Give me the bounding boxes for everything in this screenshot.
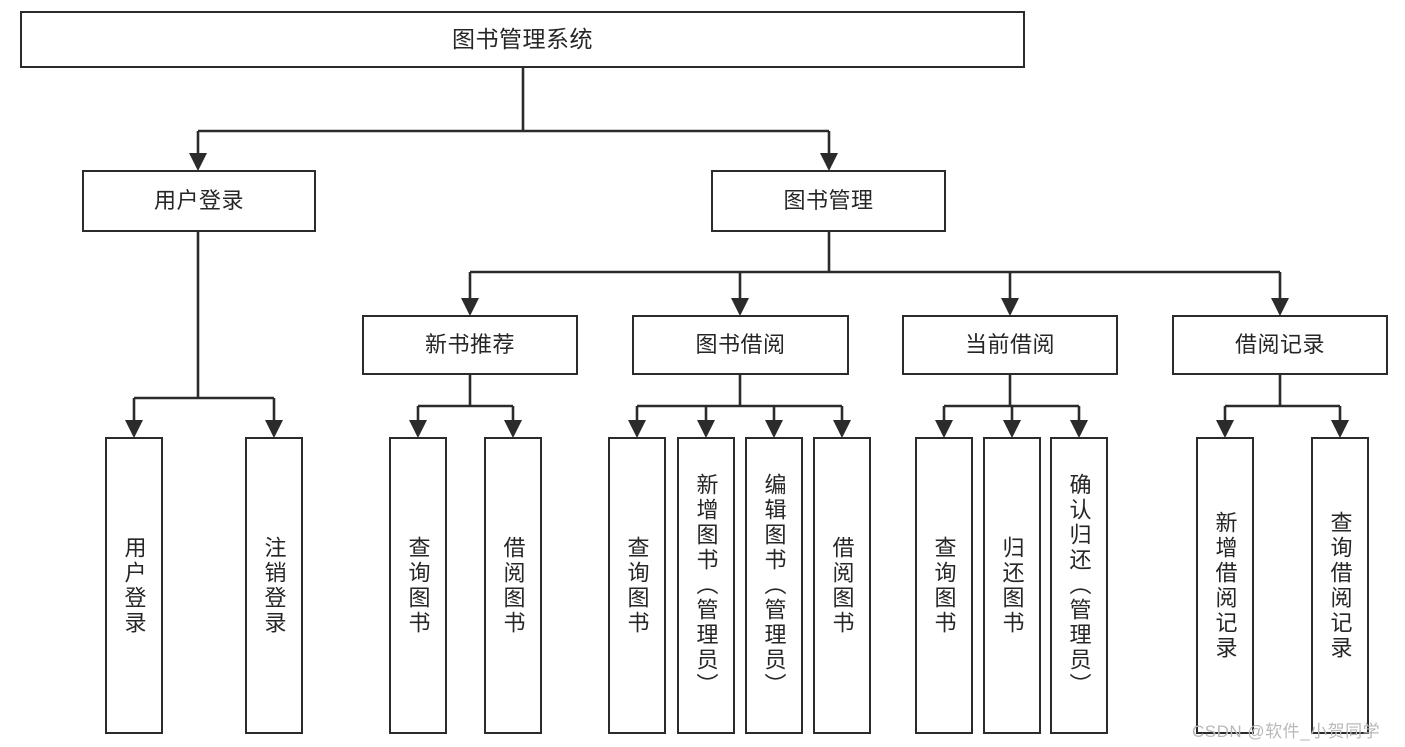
- node-label: 新书推荐: [424, 332, 515, 358]
- node-label: 新增图书（管理员）: [693, 473, 719, 698]
- node-book-management[interactable]: 图书管理: [711, 170, 946, 232]
- node-borrowing-record[interactable]: 借阅记录: [1172, 315, 1388, 375]
- node-label: 图书借阅: [695, 332, 786, 358]
- leaf-record-add-record[interactable]: 新增借阅记录: [1196, 437, 1254, 734]
- node-label: 查询图书: [405, 535, 431, 636]
- node-label: 查询图书: [931, 535, 957, 636]
- node-new-book-recommendation[interactable]: 新书推荐: [362, 315, 578, 375]
- watermark-text: CSDN @软件_小贺同学: [1192, 722, 1381, 741]
- node-current-borrowing[interactable]: 当前借阅: [902, 315, 1118, 375]
- node-user-login[interactable]: 用户登录: [82, 170, 316, 232]
- node-label: 用户登录: [121, 535, 147, 636]
- node-book-borrowing[interactable]: 图书借阅: [632, 315, 849, 375]
- node-label: 注销登录: [261, 535, 287, 636]
- node-label: 新增借阅记录: [1212, 510, 1238, 661]
- node-label: 当前借阅: [964, 332, 1055, 358]
- node-label: 确认归还（管理员）: [1066, 473, 1092, 698]
- leaf-record-query-record[interactable]: 查询借阅记录: [1311, 437, 1369, 734]
- leaf-user-login[interactable]: 用户登录: [105, 437, 163, 734]
- node-label: 编辑图书（管理员）: [761, 473, 787, 698]
- node-label: 查询借阅记录: [1327, 510, 1353, 661]
- leaf-logout[interactable]: 注销登录: [245, 437, 303, 734]
- leaf-borrow-edit-book-admin[interactable]: 编辑图书（管理员）: [745, 437, 803, 734]
- node-label: 查询图书: [624, 535, 650, 636]
- leaf-newbook-query-books[interactable]: 查询图书: [389, 437, 447, 734]
- node-label: 借阅图书: [500, 535, 526, 636]
- node-label: 图书管理系统: [452, 26, 593, 53]
- node-label: 归还图书: [999, 535, 1025, 636]
- leaf-current-query-books[interactable]: 查询图书: [915, 437, 973, 734]
- leaf-newbook-borrow-books[interactable]: 借阅图书: [484, 437, 542, 734]
- leaf-borrow-query-books[interactable]: 查询图书: [608, 437, 666, 734]
- node-label: 借阅图书: [829, 535, 855, 636]
- node-label: 借阅记录: [1234, 332, 1325, 358]
- node-book-management-system[interactable]: 图书管理系统: [20, 11, 1025, 68]
- leaf-borrow-borrow-books[interactable]: 借阅图书: [813, 437, 871, 734]
- leaf-current-confirm-return-admin[interactable]: 确认归还（管理员）: [1050, 437, 1108, 734]
- leaf-current-return-books[interactable]: 归还图书: [983, 437, 1041, 734]
- leaf-borrow-add-book-admin[interactable]: 新增图书（管理员）: [677, 437, 735, 734]
- node-label: 用户登录: [153, 188, 244, 214]
- node-label: 图书管理: [783, 188, 874, 214]
